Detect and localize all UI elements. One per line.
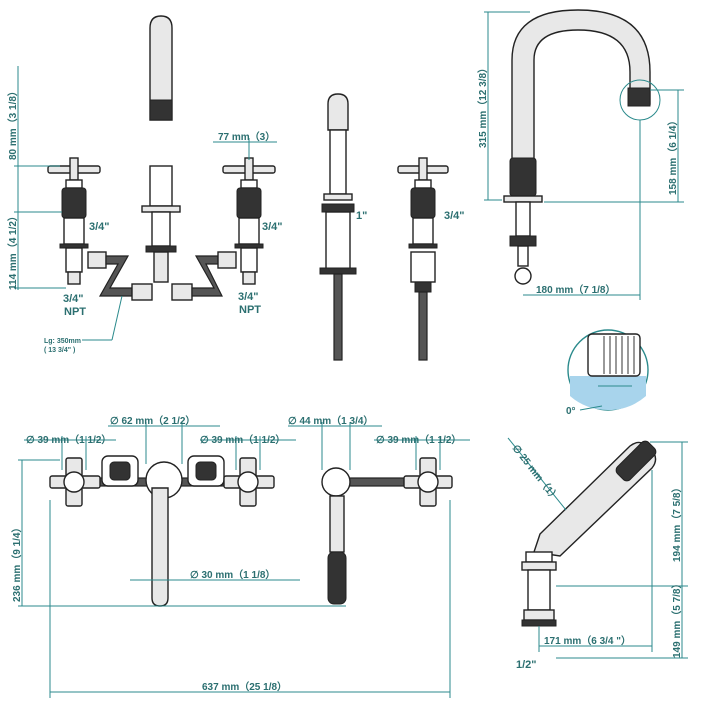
dim-25mm: ∅ 25 mm（1） (510, 442, 563, 504)
dim-171mm: 171 mm（6 3/4 "） (544, 634, 631, 647)
plan-view: ∅ 39 mm（1 1/2） ∅ 62 mm（2 1/2） ∅ 39 mm（1 … (10, 414, 470, 698)
top-left-elevation: 80 mm（3 1/8） 114 mm（4 1/2） 77 mm（3） 3/4"… (6, 15, 283, 354)
dim-637mm: 637 mm（25 1/8） (202, 680, 287, 693)
connector-pipes (87, 251, 237, 301)
center-spout (141, 15, 181, 283)
angle-detail: 0° (566, 329, 649, 417)
dim-194mm: 194 mm（7 5/8） (670, 483, 683, 563)
dim-236mm: 236 mm（9 1/4） (10, 523, 23, 603)
dim-80mm: 80 mm（3 1/8） (6, 86, 19, 160)
thread-34-valve: 3/4" (444, 210, 465, 222)
npt-34-left: 3/4" (63, 293, 84, 305)
handshower-view: ∅ 25 mm（1） 194 mm（7 5/8） 149 mm（5 7/8） 1… (507, 437, 688, 671)
dim-30mm: ∅ 30 mm（1 1/8） (190, 568, 275, 581)
npt-34-right: 3/4" (238, 291, 259, 303)
dim-315mm: 315 mm（12 3/8） (476, 63, 489, 148)
dim-44mm: ∅ 44 mm（1 3/4） (288, 414, 373, 427)
hose-length: Lg: 350mm (44, 338, 81, 345)
thread-1in: 1" (356, 210, 367, 222)
npt-left: NPT (64, 306, 86, 318)
dim-39mm-left: ∅ 39 mm（1 1/2） (26, 433, 111, 446)
dim-39mm-right: ∅ 39 mm（1 1/2） (376, 433, 461, 446)
dim-158mm: 158 mm（6 1/4） (666, 116, 679, 196)
dim-62mm: ∅ 62 mm（2 1/2） (110, 414, 195, 427)
thread-34-right: 3/4" (262, 221, 283, 233)
thread-12: 1/2" (516, 659, 537, 671)
dim-180mm: 180 mm（7 1/8） (536, 283, 616, 296)
dim-114mm: 114 mm（4 1/2） (6, 211, 19, 290)
hose-length-in: ( 13 3/4" ) (44, 347, 75, 354)
thread-34-left: 3/4" (89, 221, 110, 233)
dim-39mm-mid: ∅ 39 mm（1 1/2） (200, 433, 285, 446)
dim-77mm: 77 mm（3） (218, 130, 275, 143)
top-middle-handshower: 1" 3/4" (319, 93, 465, 361)
npt-right: NPT (239, 304, 261, 316)
dim-149mm: 149 mm（5 7/8） (670, 579, 683, 659)
top-right-spout-profile: 315 mm（12 3/8） 158 mm（6 1/4） 180 mm（7 1/… (476, 9, 684, 300)
angle-0: 0° (566, 406, 576, 417)
left-cross-handle (47, 157, 101, 285)
right-cross-handle (222, 157, 276, 285)
